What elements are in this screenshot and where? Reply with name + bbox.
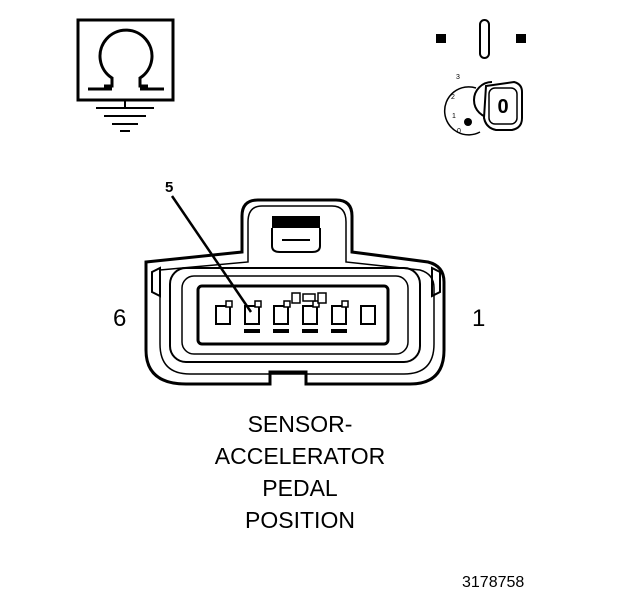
key-position-1: 1 bbox=[452, 113, 456, 120]
key-position-0: 0 bbox=[457, 128, 461, 135]
pin-6 bbox=[215, 305, 231, 325]
key-face-label: 0 bbox=[497, 96, 508, 118]
key-position-indicator bbox=[464, 118, 472, 126]
callout-pin-label: 5 bbox=[165, 179, 173, 196]
connector-face-icon bbox=[144, 195, 446, 386]
key-position-2: 2 bbox=[451, 94, 455, 101]
key-position-3: 3 bbox=[456, 74, 460, 81]
connector-latch bbox=[272, 216, 320, 228]
left-pin-label: 6 bbox=[113, 305, 126, 332]
component-label-line-4: POSITION bbox=[245, 507, 355, 533]
ohmmeter-ground-icon bbox=[76, 18, 175, 132]
pin-2 bbox=[331, 305, 347, 325]
callout-leader bbox=[170, 195, 253, 313]
component-label: SENSOR- ACCELERATOR PEDAL POSITION bbox=[215, 411, 385, 533]
component-label-line-1: SENSOR- bbox=[248, 411, 353, 437]
pin-1 bbox=[360, 305, 376, 325]
component-label-line-2: ACCELERATOR bbox=[215, 443, 385, 469]
connector-pins bbox=[215, 305, 376, 325]
ignition-key-off-icon: 0 3 2 1 0 bbox=[436, 19, 526, 136]
right-pin-label: 1 bbox=[472, 305, 485, 332]
pin-5 bbox=[244, 305, 260, 325]
figure-id: 3178758 bbox=[462, 574, 524, 591]
pin-4 bbox=[273, 305, 289, 325]
component-label-line-3: PEDAL bbox=[262, 475, 338, 501]
pin-3 bbox=[302, 305, 318, 325]
